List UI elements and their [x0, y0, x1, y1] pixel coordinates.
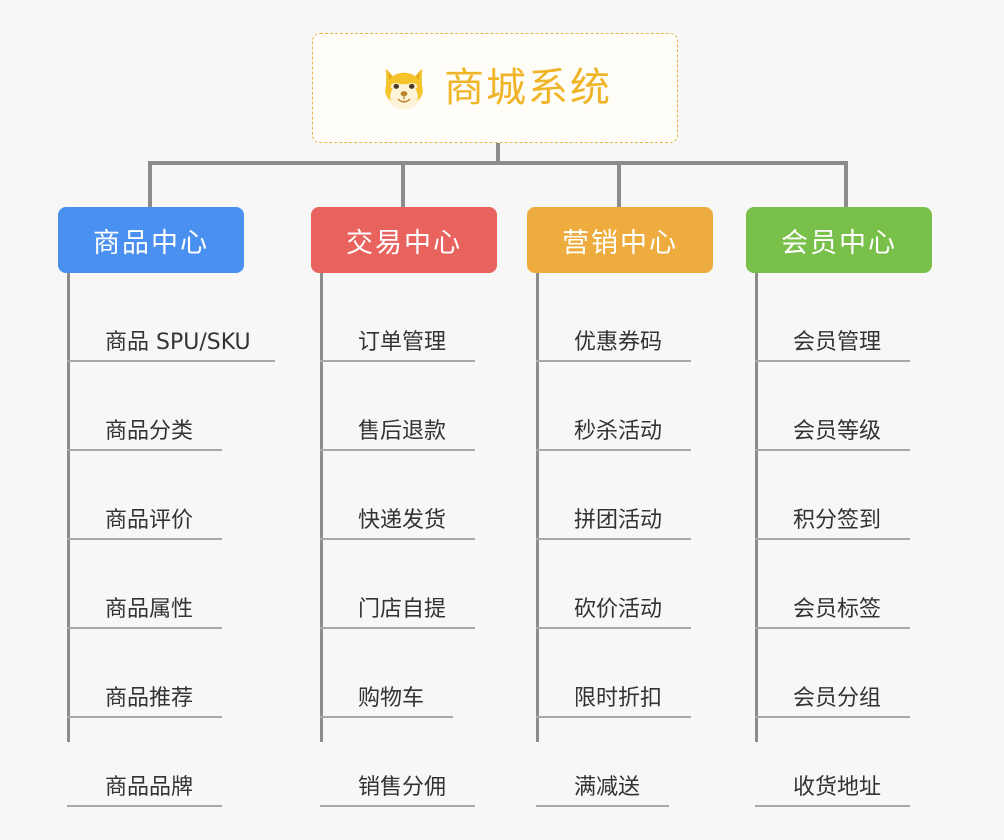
leaf-underline [67, 716, 222, 718]
branch-header-label: 交易中心 [346, 227, 462, 259]
leaf-label: 砍价活动 [574, 597, 663, 622]
leaf-underline [755, 805, 910, 807]
leaf-underline [320, 538, 475, 540]
connector-drop-3 [617, 161, 621, 209]
leaf-label: 收货地址 [793, 775, 882, 800]
branch-header-0[interactable]: 商品中心 [58, 207, 244, 273]
leaf-underline [320, 716, 453, 718]
leaf-label: 会员分组 [793, 686, 882, 711]
leaf-label: 会员标签 [793, 597, 882, 622]
leaf-underline [67, 449, 222, 451]
leaf-underline [536, 449, 691, 451]
leaf-label: 销售分佣 [358, 775, 447, 800]
leaf-label: 秒杀活动 [574, 419, 663, 444]
leaf-underline [320, 449, 475, 451]
leaf-label: 购物车 [358, 686, 425, 711]
root-node[interactable]: 商城系统 [312, 33, 678, 143]
leaf-label: 满减送 [574, 775, 641, 800]
leaf-underline [755, 360, 910, 362]
branch-header-label: 商品中心 [93, 227, 209, 259]
leaf-underline [67, 360, 275, 362]
connector-horizontal-bus [148, 161, 848, 165]
branch-header-3[interactable]: 会员中心 [746, 207, 932, 273]
root-title: 商城系统 [444, 65, 612, 111]
branch-header-2[interactable]: 营销中心 [527, 207, 713, 273]
leaf-label: 快递发货 [358, 508, 447, 533]
leaf-label: 商品属性 [105, 597, 194, 622]
leaf-label: 商品分类 [105, 419, 194, 444]
leaf-underline [320, 805, 475, 807]
leaf-label: 积分签到 [793, 508, 882, 533]
leaf-label: 商品评价 [105, 508, 194, 533]
leaf-underline [755, 627, 910, 629]
branch-trunk-3 [755, 273, 758, 742]
leaf-label: 会员等级 [793, 419, 882, 444]
leaf-underline [320, 627, 475, 629]
branch-header-label: 会员中心 [781, 227, 897, 259]
branch-header-label: 营销中心 [562, 227, 678, 259]
leaf-underline [67, 538, 222, 540]
branch-trunk-2 [536, 273, 539, 742]
leaf-underline [320, 360, 475, 362]
connector-drop-2 [401, 161, 405, 209]
leaf-underline [536, 538, 691, 540]
leaf-underline [67, 627, 222, 629]
leaf-label: 会员管理 [793, 330, 882, 355]
leaf-underline [755, 449, 910, 451]
leaf-label: 拼团活动 [574, 508, 663, 533]
leaf-label: 商品品牌 [105, 775, 194, 800]
branch-trunk-0 [67, 273, 70, 742]
leaf-underline [536, 716, 691, 718]
branch-trunk-1 [320, 273, 323, 742]
connector-drop-4 [844, 161, 848, 209]
leaf-underline [536, 360, 691, 362]
leaf-label: 门店自提 [358, 597, 447, 622]
connector-drop-1 [148, 161, 152, 209]
leaf-label: 售后退款 [358, 419, 447, 444]
leaf-underline [755, 716, 910, 718]
shiba-dog-face-icon [378, 62, 430, 114]
leaf-label: 商品 SPU/SKU [105, 330, 251, 355]
branch-header-1[interactable]: 交易中心 [311, 207, 497, 273]
leaf-underline [536, 627, 691, 629]
connector-root-stem [496, 143, 500, 163]
leaf-underline [755, 538, 910, 540]
leaf-label: 限时折扣 [574, 686, 663, 711]
leaf-underline [536, 805, 669, 807]
leaf-label: 商品推荐 [105, 686, 194, 711]
leaf-label: 订单管理 [358, 330, 447, 355]
leaf-label: 优惠券码 [574, 330, 663, 355]
leaf-underline [67, 805, 222, 807]
